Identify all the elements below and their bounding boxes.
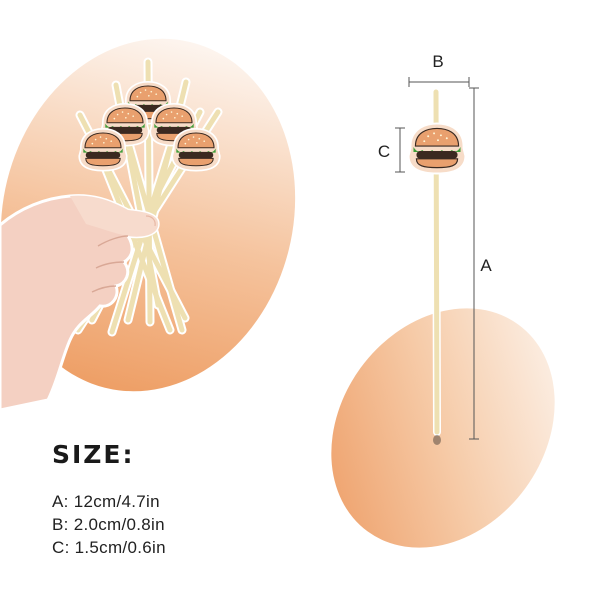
dimension-a-label: A <box>480 256 492 275</box>
spec-value: 2.0cm/0.8in <box>73 515 165 534</box>
spec-b: B: 2.0cm/0.8in <box>52 515 165 535</box>
dimension-c <box>395 127 405 173</box>
burger-icon <box>407 122 467 175</box>
dimension-a <box>469 87 479 440</box>
spec-key: A: <box>52 492 69 511</box>
spec-key: C: <box>52 538 70 557</box>
spec-c: C: 1.5cm/0.6in <box>52 538 166 558</box>
dimension-b-label: B <box>432 52 443 71</box>
spec-value: 12cm/4.7in <box>73 492 160 511</box>
spec-value: 1.5cm/0.6in <box>74 538 166 557</box>
burger-icon <box>171 128 221 172</box>
right-gradient-oval <box>331 308 555 548</box>
hand-image <box>0 194 160 412</box>
dimension-b <box>408 77 470 87</box>
dimension-c-label: C <box>378 142 390 161</box>
spec-key: B: <box>52 515 69 534</box>
burger-icon <box>78 128 128 172</box>
spec-a: A: 12cm/4.7in <box>52 492 160 512</box>
size-heading: SIZE: <box>52 440 135 469</box>
